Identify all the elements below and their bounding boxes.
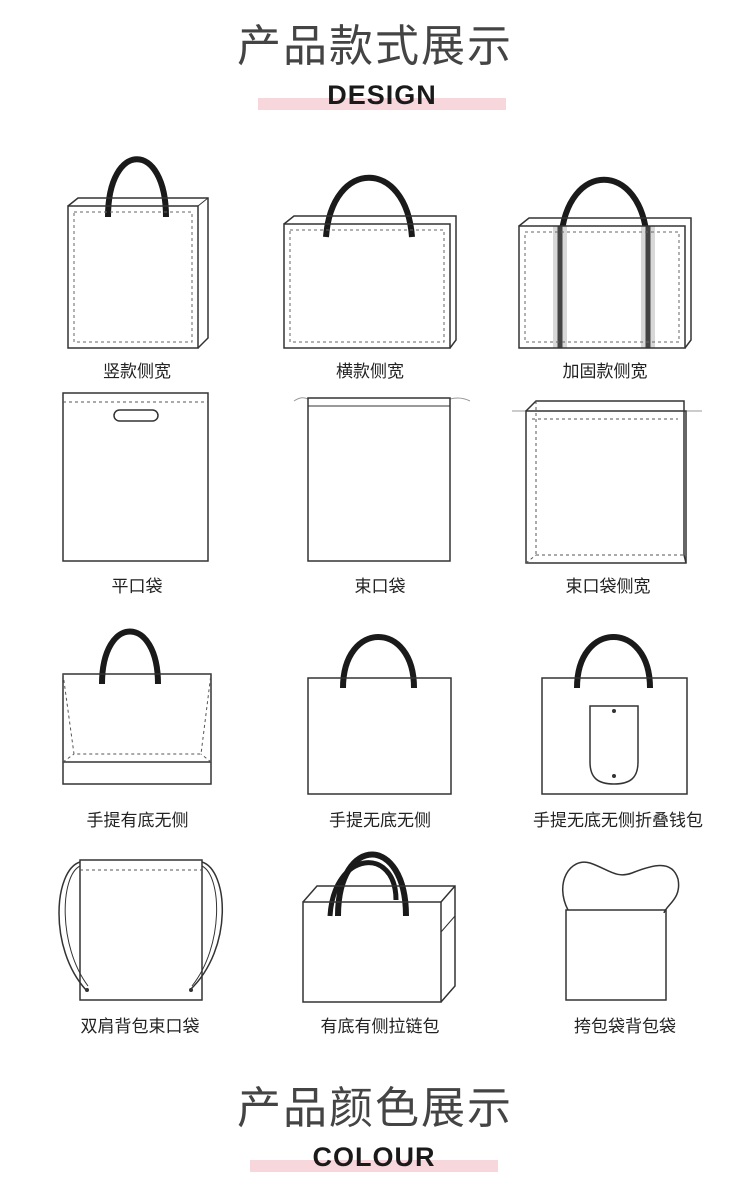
style-label-backpack-drawstring: 双肩背包束口袋 [80,1017,200,1037]
style-label-handle-flat: 手提无底无侧 [329,811,431,831]
style-label-drawstring: 束口袋 [354,577,406,597]
colour-subtitle-block: COLOUR [250,1142,498,1172]
zipper-box-bag-icon [300,842,460,1006]
style-label-horizontal-gusset: 横款侧宽 [336,362,404,382]
design-subtitle-underline [258,98,506,110]
style-label-shoulder-strap: 挎包袋背包袋 [574,1017,676,1037]
drawstring-gusset-bag-icon [512,397,704,569]
colour-section-title: 产品颜色展示 [237,1083,513,1134]
horizontal-gusset-bag-icon [280,160,460,350]
backpack-drawstring-bag-icon [54,858,244,1002]
design-section-title: 产品款式展示 [237,21,513,72]
reinforced-gusset-bag-icon [515,162,695,352]
handle-flat-bag-icon [306,624,456,798]
style-label-zipper-box: 有底有侧拉链包 [320,1017,440,1037]
style-label-handle-bottom-no-side: 手提有底无侧 [86,811,189,831]
foldable-pouch-bag-icon [540,624,690,798]
style-label-flat: 平口袋 [111,577,163,597]
style-label-foldable-pouch: 手提无底无侧折叠钱包 [533,811,703,831]
style-label-vertical-gusset: 竖款侧宽 [103,362,171,382]
handle-bottom-no-side-bag-icon [60,618,215,790]
style-label-drawstring-gusset: 束口袋侧宽 [565,577,651,597]
shoulder-strap-bag-icon [560,855,690,1005]
design-subtitle-block: DESIGN [258,80,506,110]
colour-subtitle-underline [250,1160,498,1172]
style-label-reinforced-gusset: 加固款侧宽 [562,362,648,382]
design-subtitle: DESIGN [327,80,437,110]
flat-die-cut-bag-icon [62,392,212,564]
colour-subtitle: COLOUR [312,1142,436,1172]
vertical-gusset-bag-icon [62,140,212,355]
drawstring-bag-icon [290,393,480,565]
